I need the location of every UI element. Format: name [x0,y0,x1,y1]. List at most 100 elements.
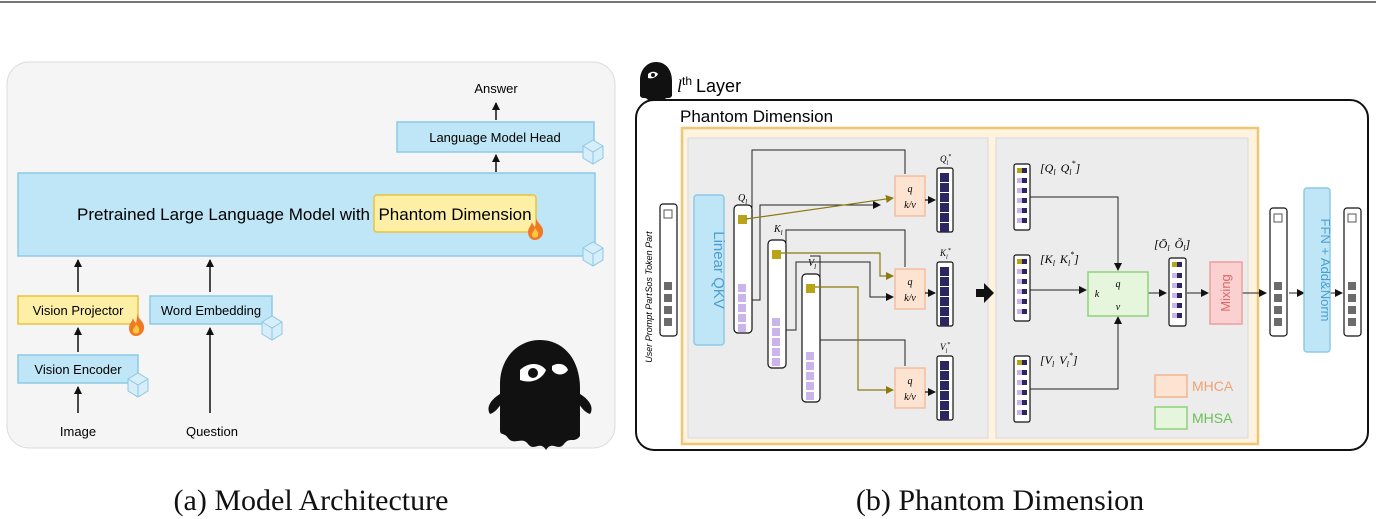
phantom-token [1022,208,1027,213]
prompt-token [1017,390,1022,395]
prompt-token [1017,410,1022,415]
right-tokens [1273,213,1357,326]
phantom-dimension-title: Phantom Dimension [680,107,833,126]
prompt-token [1017,370,1022,375]
mhca-block-v: q k/v [894,367,926,409]
sos-token [663,209,673,219]
legend-mhca-swatch [1154,374,1188,398]
sos-token [1172,262,1177,267]
mixed-token-column [1269,207,1288,337]
prompt-token [1172,313,1177,318]
phantom-token [940,411,949,420]
prompt-token [1172,283,1177,288]
phantom-token [1177,262,1182,267]
phantom-token [1177,313,1182,318]
v-star-label: Vl* [940,342,950,355]
phantom-token [1022,269,1027,274]
q-column [733,204,753,334]
prompt-token [1274,282,1282,290]
svg-text:q: q [908,277,913,288]
prompt-token [1172,303,1177,308]
phantom-token [1022,279,1027,284]
phantom-token [1022,370,1027,375]
concat-tokens [1017,168,1027,415]
svg-text:k/v: k/v [904,293,916,304]
caption-b: (b) Phantom Dimension [856,484,1144,517]
phantom-token [940,361,949,370]
prompt-token [738,314,746,322]
mixing-box [1209,261,1243,325]
prompt-token [772,358,780,366]
phantom-token [940,391,949,400]
svg-text:q: q [908,184,913,195]
v-label: Vl [808,258,816,271]
prompt-token [806,362,814,370]
svg-text:k: k [1095,289,1100,300]
prompt-token [1017,188,1022,193]
prompt-token [738,284,746,292]
phantom-token [940,307,949,316]
mhca-block-q: q k/v [894,175,926,217]
sos-token [1017,259,1022,264]
prompt-token [806,352,814,360]
prompt-token [806,372,814,380]
phantom-dimension-label: Phantom Dimension [378,205,531,224]
phantom-token [1177,293,1182,298]
phantom-token [1022,168,1027,173]
phantom-token [940,173,949,182]
phantom-token [1022,198,1027,203]
prompt-token [1017,198,1022,203]
phantom-token [1022,309,1027,314]
output-tokens [1172,262,1182,318]
phantom-token [940,193,949,202]
prompt-token [738,294,746,302]
linear-qkv-label: Linear QKV [710,231,727,309]
qkv-tokens [738,215,815,400]
svg-text:q: q [1116,279,1121,290]
sos-token [772,250,781,259]
prompt-token [1348,282,1356,290]
word-embedding-box [149,295,273,325]
phantom-token [940,267,949,276]
prompt-token [1017,208,1022,213]
legend-mhca-label: MHCA [1192,378,1234,394]
lm-head-box [396,121,595,153]
k-star-label: Kl* [939,248,951,261]
prompt-token [1017,400,1022,405]
prompt-token [1172,293,1177,298]
arrow-right-icon [976,283,994,303]
phantom-token [940,401,949,410]
prompt-token [738,304,746,312]
phantom-token [940,203,949,212]
phantom-token [1022,360,1027,365]
phantom-token [1177,303,1182,308]
llm-label: Pretrained Large Language Model with [77,205,370,224]
ghost-icon [640,62,672,102]
q-label: Ql [738,193,747,206]
prompt-token [772,338,780,346]
prompt-token [1274,306,1282,314]
prompt-token [772,328,780,336]
word-embedding-label: Word Embedding [161,303,261,318]
phantom-token [940,287,949,296]
ffn-box [1303,187,1331,353]
answer-label: Answer [474,81,518,96]
phantom-token [1022,178,1027,183]
prompt-token [1348,294,1356,302]
prompt-token [1017,380,1022,385]
prompt-token [1017,299,1022,304]
phantom-token [1022,390,1027,395]
input-tokens [663,209,673,326]
question-label: Question [186,424,238,439]
output-token-column [1343,207,1362,337]
prompt-token [1348,306,1356,314]
phantom-token [1022,380,1027,385]
prompt-token [772,348,780,356]
svg-text:k/v: k/v [904,392,916,403]
svg-text:v: v [1116,302,1121,313]
prompt-token [772,318,780,326]
vision-encoder-box [17,354,139,384]
phantom-token [1022,400,1027,405]
